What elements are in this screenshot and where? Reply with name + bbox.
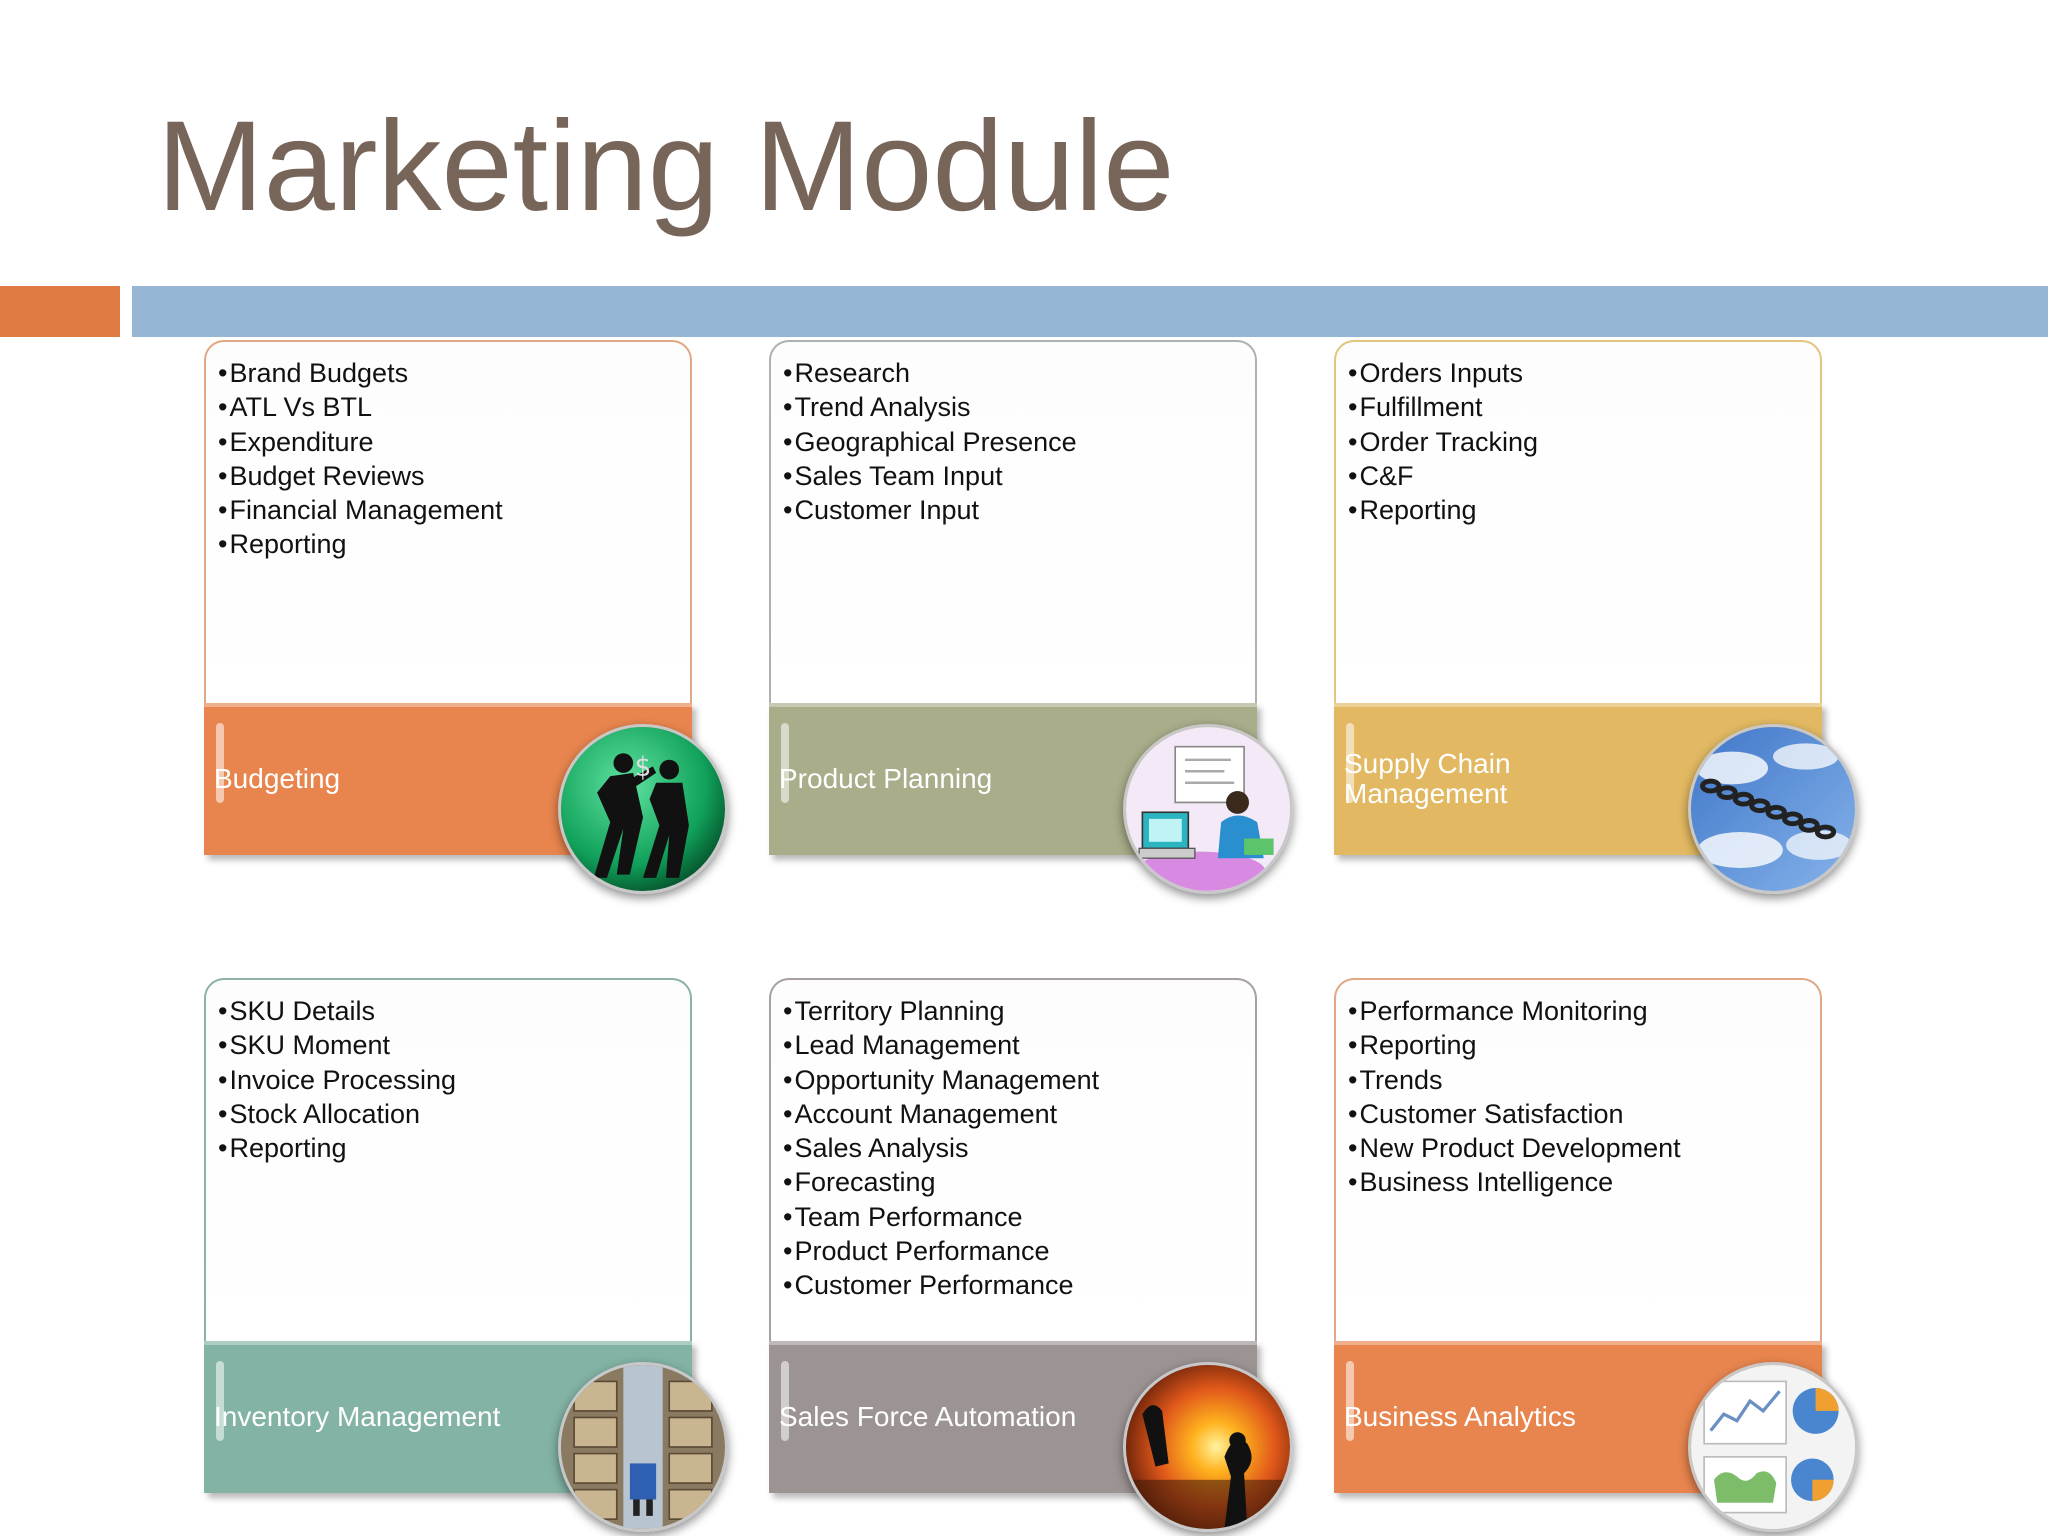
list-item: C&F xyxy=(1348,459,1808,493)
business-analytics-item-list: Performance Monitoring Reporting Trends … xyxy=(1348,994,1808,1200)
product-planning-item-list: Research Trend Analysis Geographical Pre… xyxy=(783,356,1243,527)
module-label-text: Inventory Management xyxy=(214,1401,501,1432)
inventory-item-list: SKU Details SKU Moment Invoice Processin… xyxy=(218,994,678,1165)
module-label-text: Product Planning xyxy=(779,763,993,794)
module-label-text: Business Analytics xyxy=(1344,1401,1576,1432)
list-item: Performance Monitoring xyxy=(1348,994,1808,1028)
list-item: Brand Budgets xyxy=(218,356,678,390)
list-item: Territory Planning xyxy=(783,994,1243,1028)
people-money-icon: $ xyxy=(558,724,728,894)
list-item: Trend Analysis xyxy=(783,390,1243,424)
module-card-budgeting: Brand Budgets ATL Vs BTL Expenditure Bud… xyxy=(204,340,692,717)
header-bar xyxy=(132,286,2048,337)
slide-title: Marketing Module xyxy=(157,95,1175,238)
module-card-sales-force-automation: Territory Planning Lead Management Oppor… xyxy=(769,978,1257,1355)
list-item: Customer Input xyxy=(783,493,1243,527)
list-item: Sales Team Input xyxy=(783,459,1243,493)
list-item: Stock Allocation xyxy=(218,1097,678,1131)
list-item: Orders Inputs xyxy=(1348,356,1808,390)
list-item: Product Performance xyxy=(783,1234,1243,1268)
sunset-hands-icon xyxy=(1123,1362,1293,1532)
list-item: Lead Management xyxy=(783,1028,1243,1062)
list-item: Financial Management xyxy=(218,493,678,527)
list-item: Reporting xyxy=(218,1131,678,1165)
list-item: Account Management xyxy=(783,1097,1243,1131)
sales-force-item-list: Territory Planning Lead Management Oppor… xyxy=(783,994,1243,1303)
module-label-text: Supply Chain Management xyxy=(1344,748,1511,809)
list-item: SKU Details xyxy=(218,994,678,1028)
list-item: ATL Vs BTL xyxy=(218,390,678,424)
list-item: Budget Reviews xyxy=(218,459,678,493)
list-item: Expenditure xyxy=(218,425,678,459)
list-item: Opportunity Management xyxy=(783,1063,1243,1097)
list-item: Fulfillment xyxy=(1348,390,1808,424)
list-item: Research xyxy=(783,356,1243,390)
list-item: Trends xyxy=(1348,1063,1808,1097)
list-item: Reporting xyxy=(1348,1028,1808,1062)
list-item: Reporting xyxy=(218,527,678,561)
module-label-text: Sales Force Automation xyxy=(779,1401,1077,1432)
accent-bar xyxy=(0,286,120,337)
list-item: Forecasting xyxy=(783,1165,1243,1199)
list-item: Business Intelligence xyxy=(1348,1165,1808,1199)
charts-dashboard-icon xyxy=(1688,1362,1858,1532)
warehouse-shelves-icon xyxy=(558,1362,728,1532)
list-item: Reporting xyxy=(1348,493,1808,527)
planner-at-desk-icon xyxy=(1123,724,1293,894)
module-card-product-planning: Research Trend Analysis Geographical Pre… xyxy=(769,340,1257,717)
list-item: Geographical Presence xyxy=(783,425,1243,459)
list-item: New Product Development xyxy=(1348,1131,1808,1165)
module-card-business-analytics: Performance Monitoring Reporting Trends … xyxy=(1334,978,1822,1355)
svg-text:$: $ xyxy=(635,753,652,783)
list-item: SKU Moment xyxy=(218,1028,678,1062)
list-item: Team Performance xyxy=(783,1200,1243,1234)
list-item: Invoice Processing xyxy=(218,1063,678,1097)
module-label-text: Budgeting xyxy=(214,763,341,794)
chain-sky-icon xyxy=(1688,724,1858,894)
module-card-supply-chain-management: Orders Inputs Fulfillment Order Tracking… xyxy=(1334,340,1822,717)
list-item: Order Tracking xyxy=(1348,425,1808,459)
budgeting-item-list: Brand Budgets ATL Vs BTL Expenditure Bud… xyxy=(218,356,678,562)
module-card-inventory-management: SKU Details SKU Moment Invoice Processin… xyxy=(204,978,692,1355)
list-item: Customer Performance xyxy=(783,1268,1243,1302)
list-item: Sales Analysis xyxy=(783,1131,1243,1165)
list-item: Customer Satisfaction xyxy=(1348,1097,1808,1131)
supply-chain-item-list: Orders Inputs Fulfillment Order Tracking… xyxy=(1348,356,1808,527)
